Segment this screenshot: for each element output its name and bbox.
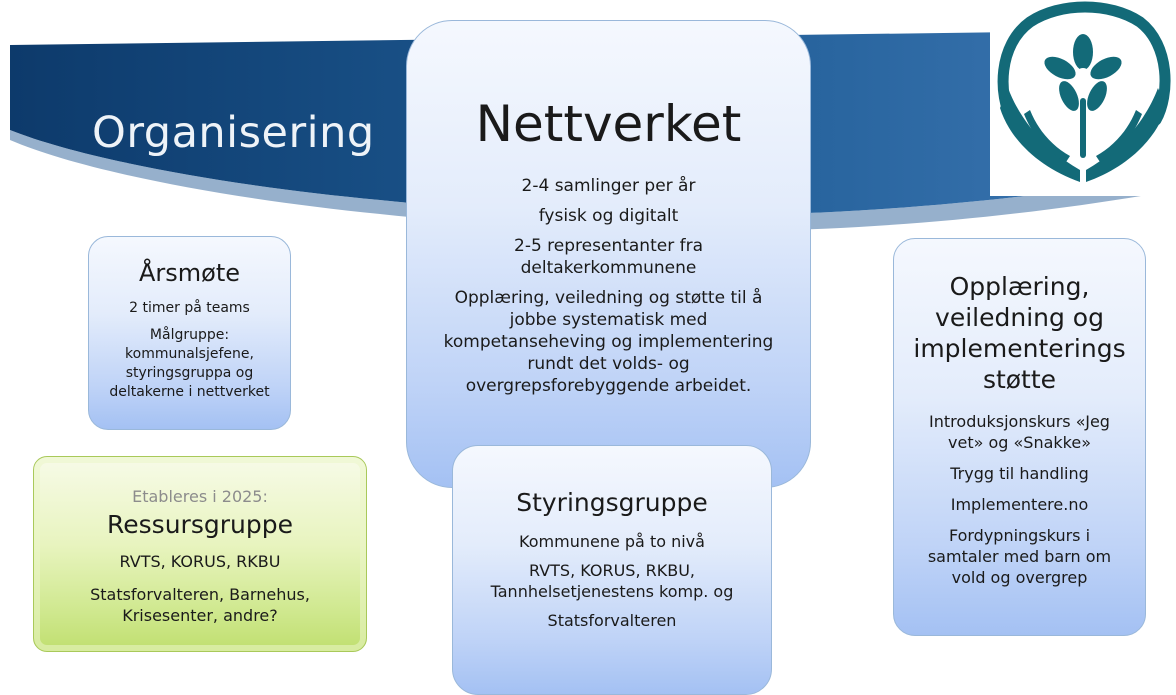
arsmote-box: Årsmøte 2 timer på teams Målgruppe: komm…	[88, 236, 291, 430]
opplaering-line: samtaler med barn om	[927, 547, 1112, 566]
opplaering-box: Opplæring, veiledning og implementerings…	[893, 238, 1146, 636]
arsmote-line: styringsgruppa og	[125, 365, 254, 381]
nettverket-line: deltakerkommunene	[520, 258, 697, 278]
nettverket-line: overgrepsforebyggende arbeidet.	[465, 376, 752, 396]
opplaering-line: Introduksjonskurs «Jeg	[929, 412, 1110, 431]
nettverket-line: 2-5 representanter fra	[514, 236, 703, 256]
page-title: Organisering	[92, 108, 375, 158]
opplaering-heading: støtte	[982, 365, 1057, 394]
opplaering-line: vold og overgrep	[951, 568, 1088, 587]
opplaering-line: Fordypningskurs i	[948, 526, 1091, 545]
arsmote-line: deltakerne i nettverket	[109, 384, 270, 400]
opplaering-line: vet» og «Snakke»	[948, 433, 1091, 452]
nettverket-line: Opplæring, veiledning og støtte til å	[454, 288, 763, 308]
ressursgruppe-line: Krisesenter, andre?	[122, 606, 278, 625]
styringsgruppe-line: RVTS, KORUS, RKBU,	[528, 561, 696, 580]
nettverket-box: Nettverket 2-4 samlinger per år fysisk o…	[406, 20, 811, 488]
ressursgruppe-box: Etableres i 2025: Ressursgruppe RVTS, KO…	[33, 456, 367, 652]
opplaering-heading: veiledning og	[935, 303, 1104, 332]
styringsgruppe-line: Kommunene på to nivå	[519, 532, 705, 551]
styringsgruppe-line: Tannhelsetjenestens komp. og	[490, 582, 734, 601]
ressursgruppe-line: RVTS, KORUS, RKBU	[119, 552, 281, 571]
nettverket-line: 2-4 samlinger per år	[521, 176, 696, 196]
arsmote-heading: Årsmøte	[138, 259, 241, 287]
flower-in-hands-icon	[997, 1, 1171, 182]
ressursgruppe-line: Statsforvalteren, Barnehus,	[90, 585, 310, 604]
nettverket-line: kompetanseheving og implementering	[443, 332, 774, 352]
arsmote-line: kommunalsjefene,	[125, 346, 254, 362]
opplaering-line: Implementere.no	[950, 495, 1089, 514]
opplaering-line: Trygg til handling	[950, 464, 1089, 483]
nettverket-line: fysisk og digitalt	[538, 206, 679, 226]
nettverket-line: rundt det volds- og	[527, 354, 690, 374]
styringsgruppe-heading: Styringsgruppe	[516, 488, 708, 517]
ressursgruppe-subheading: Etableres i 2025:	[132, 487, 268, 506]
nettverket-line: jobbe systematisk med	[509, 310, 708, 330]
styringsgruppe-line: Statsforvalteren	[547, 611, 677, 630]
arsmote-line: 2 timer på teams	[129, 300, 250, 316]
ressursgruppe-heading: Ressursgruppe	[107, 510, 293, 539]
arsmote-line: Målgruppe:	[149, 327, 230, 343]
logo	[990, 0, 1176, 196]
nettverket-heading: Nettverket	[475, 95, 742, 153]
opplaering-heading: implementerings	[913, 334, 1126, 363]
opplaering-heading: Opplæring,	[949, 272, 1090, 301]
styringsgruppe-box: Styringsgruppe Kommunene på to nivå RVTS…	[452, 445, 772, 695]
